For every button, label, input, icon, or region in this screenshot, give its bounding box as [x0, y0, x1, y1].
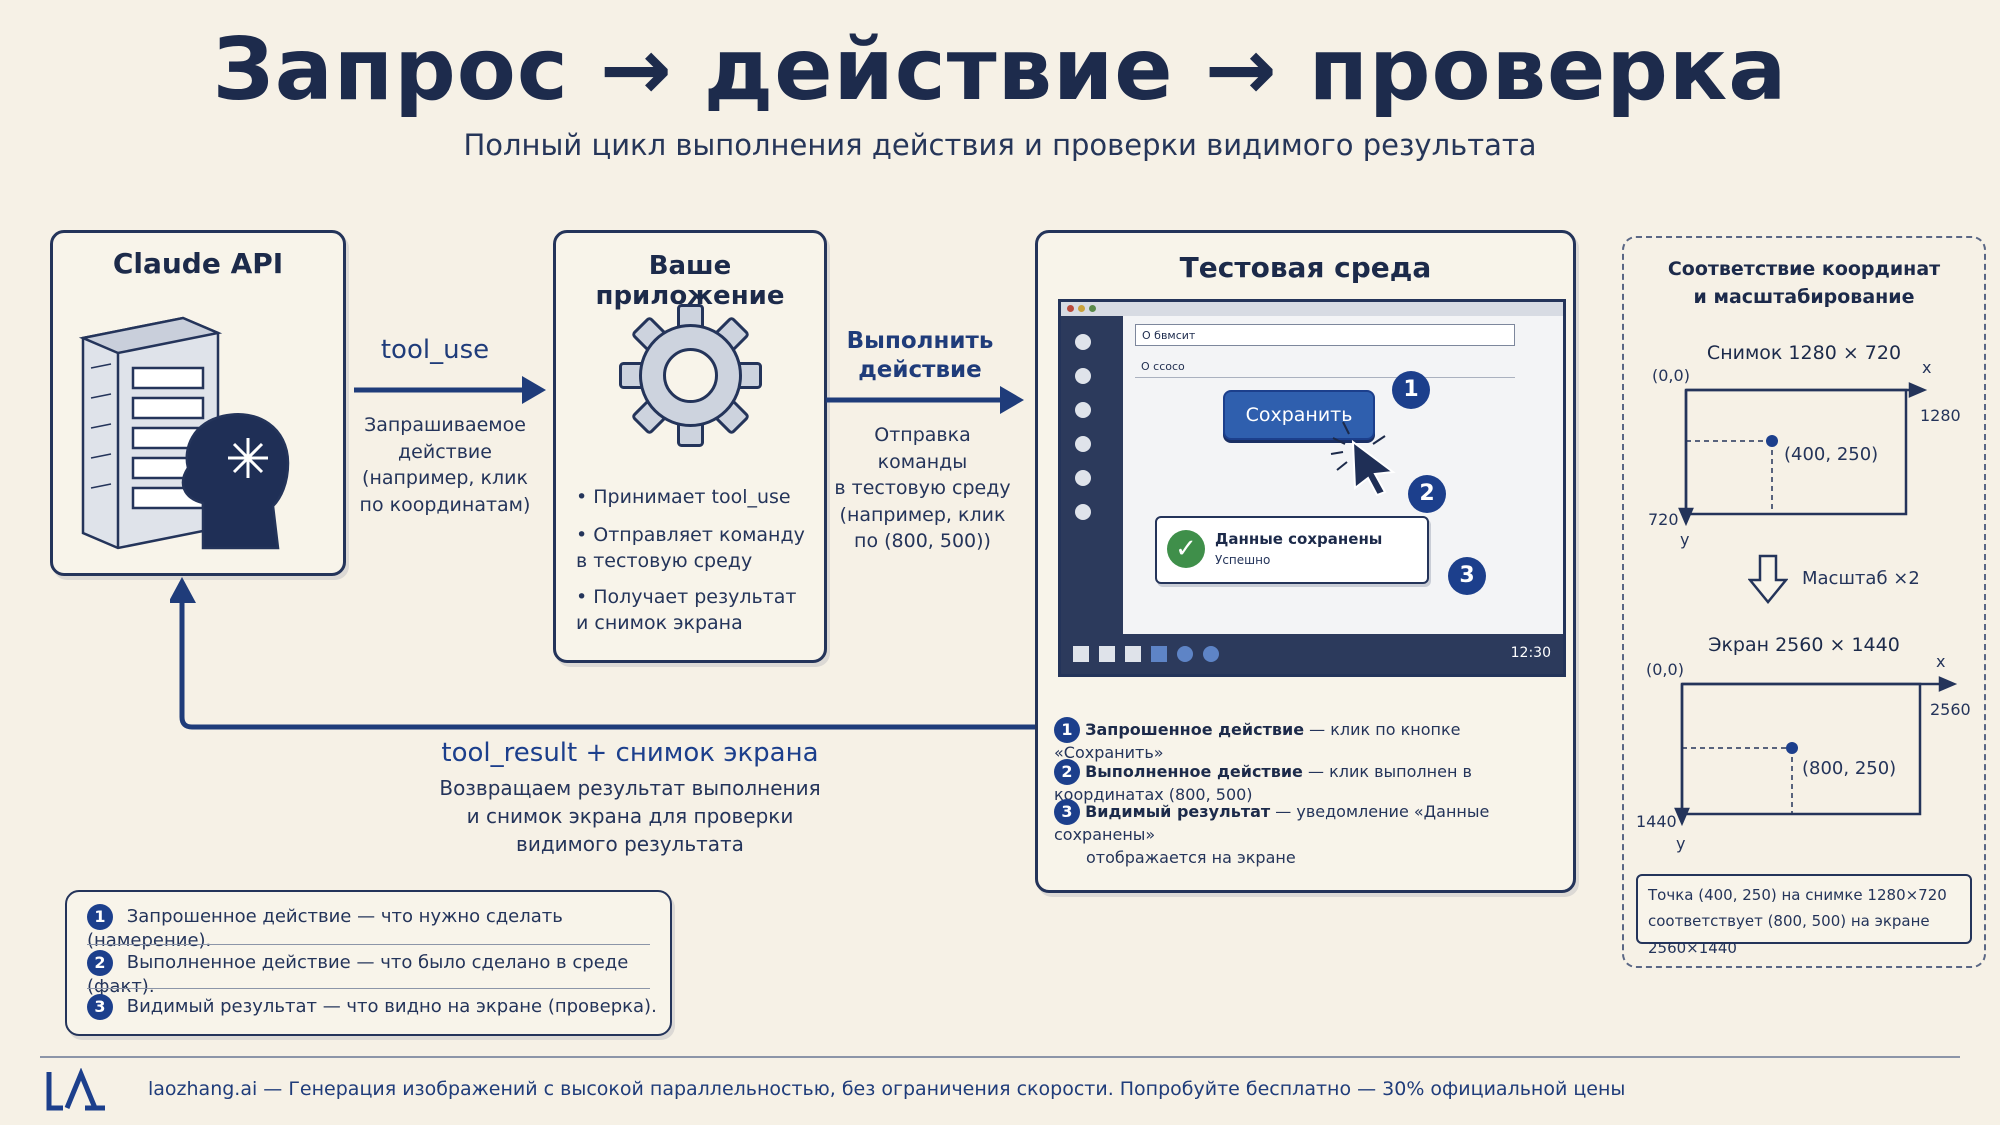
taskbar-icon-2 [1099, 646, 1115, 662]
footer-divider [40, 1056, 1960, 1058]
screen-x-label: x [1936, 652, 1946, 671]
laozhang-logo-icon [46, 1068, 105, 1111]
footer-text: laozhang.ai — Генерация изображений с вы… [148, 1078, 1626, 1100]
toast-notification: ✓ Данные сохранены Успешно [1155, 516, 1429, 584]
server-ai-icon [78, 316, 290, 550]
tool-use-desc: Запрашиваемое действие (например, клик п… [359, 414, 531, 516]
execute-label: Выполнить действие [846, 328, 994, 383]
bottom-legend-1: 1 Запрошенное действие — что нужно сдела… [87, 904, 563, 951]
app-box: Ваше приложение • Принимает tool_use • О… [553, 230, 827, 663]
window-dot-yellow [1078, 305, 1085, 312]
execute-desc: Отправка команды в тестовую среду (напри… [834, 424, 1011, 553]
taskbar-icon-4 [1151, 646, 1167, 662]
bottom-legend: 1 Запрошенное действие — что нужно сдела… [65, 890, 672, 1036]
taskbar-icon-1 [1073, 646, 1089, 662]
test-env-box: Тестовая среда О бвмсит О ссосо Сохранит… [1035, 230, 1576, 893]
snap-height: 720 [1648, 510, 1679, 529]
tool-result-desc: Возвращаем результат выполнения и снимок… [439, 776, 821, 856]
screen-y-label: y [1676, 834, 1686, 853]
screen-axes [1674, 676, 1958, 827]
tool-result-label: tool_result + снимок экрана [441, 738, 819, 768]
snap-point: (400, 250) [1784, 444, 1879, 465]
snap-x-label: x [1922, 358, 1932, 377]
arrow-to-test-env [826, 386, 1024, 414]
page-title: Запрос → действие → проверка [212, 20, 1788, 120]
mock-screen: О бвмсит О ссосо Сохранить ✓ Данные сохр… [1058, 299, 1566, 677]
mapping-title: Соответствие координат и масштабирование [1667, 258, 1941, 308]
snapshot-axes [1678, 382, 1928, 527]
claude-api-box: Claude API [50, 230, 346, 576]
sidebar-icon-6 [1075, 504, 1091, 520]
step-badge-2: 2 [1408, 475, 1446, 513]
mapping-note: Точка (400, 250) на снимке 1280×720 соот… [1636, 874, 1972, 957]
scale-down-arrow [1748, 554, 1788, 604]
test-legend-1: 1 Запрошенное действие — клик по кнопке … [1054, 717, 1573, 762]
bottom-legend-divider-2 [87, 988, 650, 989]
taskbar-icon-3 [1125, 646, 1141, 662]
mock-taskbar: 12:30 [1061, 634, 1563, 674]
bottom-legend-3: 3 Видимый результат — что видно на экран… [87, 994, 657, 1020]
app-bullet-1: • Принимает tool_use [576, 486, 791, 508]
gear-icon [619, 304, 762, 447]
app-bullet-3: • Получает результат и снимок экрана [576, 586, 797, 634]
screen-point: (800, 250) [1802, 758, 1897, 779]
toast-sub: Успешно [1215, 553, 1271, 567]
mock-field-1[interactable]: О бвмсит [1135, 324, 1515, 346]
bottom-legend-2: 2 Выполненное действие — что было сделан… [87, 950, 629, 997]
sidebar-icon-4 [1075, 436, 1091, 452]
taskbar-clock: 12:30 [1510, 645, 1551, 661]
window-dot-green [1089, 305, 1096, 312]
app-bullet-2: • Отправляет команду в тестовую среду [576, 524, 805, 572]
app-title: Ваше приложение [595, 251, 785, 311]
page-subtitle: Полный цикл выполнения действия и провер… [463, 128, 1537, 162]
cursor-icon [1330, 421, 1396, 496]
taskbar-icon-5 [1177, 646, 1193, 662]
mock-sidebar [1061, 316, 1123, 634]
step-badge-3: 3 [1448, 557, 1486, 595]
mapping-panel: Соответствие координат и масштабирование… [1622, 236, 1986, 968]
sidebar-icon-5 [1075, 470, 1091, 486]
arrow-to-app [354, 376, 546, 404]
test-legend-2: 2 Выполненное действие — клик выполнен в… [1054, 759, 1573, 804]
screen-origin: (0,0) [1646, 660, 1684, 679]
claude-api-title: Claude API [112, 247, 284, 280]
taskbar-icon-6 [1203, 646, 1219, 662]
screen-label: Экран 2560 × 1440 [1708, 634, 1900, 656]
bottom-legend-divider-1 [87, 944, 650, 945]
mock-field-2[interactable]: О ссосо [1135, 356, 1515, 378]
snap-origin: (0,0) [1652, 366, 1690, 385]
check-icon: ✓ [1167, 530, 1205, 568]
mock-content: О бвмсит О ссосо Сохранить ✓ Данные сохр… [1123, 316, 1563, 634]
toast-title: Данные сохранены [1215, 530, 1383, 548]
screen-width: 2560 [1930, 700, 1971, 719]
snap-width: 1280 [1920, 406, 1961, 425]
test-legend-3: 3 Видимый результат — уведомление «Данны… [1054, 799, 1573, 867]
screen-height: 1440 [1636, 812, 1677, 831]
test-env-title: Тестовая среда [1179, 251, 1432, 284]
snap-y-label: y [1680, 530, 1690, 549]
tool-use-label: tool_use [380, 335, 490, 365]
step-badge-1: 1 [1392, 371, 1430, 409]
snapshot-label: Снимок 1280 × 720 [1706, 342, 1902, 364]
scale-label: Масштаб ×2 [1802, 568, 1920, 589]
sidebar-icon-2 [1075, 368, 1091, 384]
save-button[interactable]: Сохранить [1223, 390, 1375, 440]
sidebar-icon-3 [1075, 402, 1091, 418]
return-arrow [170, 577, 1035, 730]
sidebar-icon-1 [1075, 334, 1091, 350]
window-dot-red [1067, 305, 1074, 312]
